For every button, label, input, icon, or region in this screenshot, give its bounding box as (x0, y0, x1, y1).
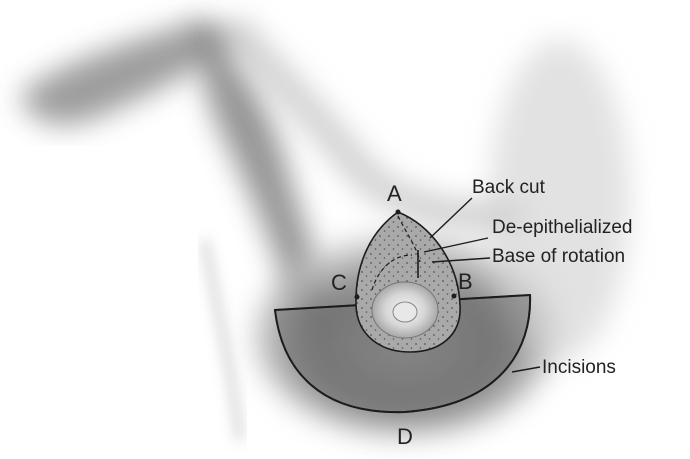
label-back-cut: Back cut (472, 177, 546, 198)
label-base-of-rotation: Base of rotation (492, 246, 625, 267)
label-de-epithelialized: De-epithelialized (492, 217, 632, 238)
point-c-dot (355, 295, 360, 300)
label-point-c: C (331, 270, 347, 295)
torso-edge-line (205, 240, 240, 440)
label-point-a: A (387, 181, 402, 206)
label-point-d: D (397, 424, 413, 449)
point-a-dot (396, 210, 401, 215)
label-incisions: Incisions (542, 357, 616, 378)
nipple-areola (372, 282, 438, 338)
label-point-b: B (458, 269, 473, 294)
point-b-dot (452, 294, 457, 299)
